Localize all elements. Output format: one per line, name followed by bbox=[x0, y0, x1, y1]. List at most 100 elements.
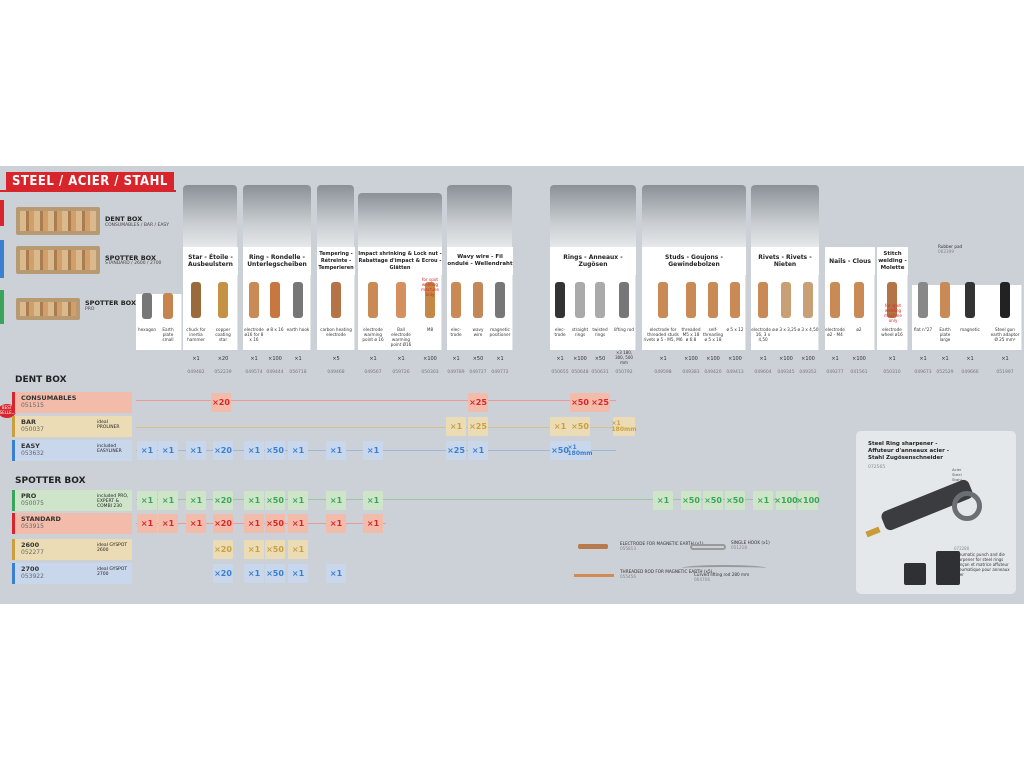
category-header: Wavy wire - Fil ondulé - Wellendraht bbox=[447, 247, 513, 275]
sharpener-tag: Acier Steel Stahl bbox=[952, 467, 962, 482]
row-name: 2700 bbox=[21, 565, 40, 573]
item-ref: 049727 bbox=[469, 370, 487, 375]
qty-chip: ×50 bbox=[725, 491, 745, 510]
item-qty: ×1 bbox=[831, 356, 839, 362]
legend-item: THREADED ROD FOR MAGNETIC EARTH (x5)0554… bbox=[620, 569, 713, 579]
item-ref: 049598 bbox=[654, 370, 672, 375]
row-name: CONSUMABLES bbox=[21, 394, 77, 402]
item-caption: Earth plate large bbox=[939, 327, 951, 342]
item-qty: ×1 bbox=[192, 356, 200, 362]
qty-chip: ×25 bbox=[446, 441, 466, 460]
part-image bbox=[730, 282, 740, 318]
item-caption: Steel gun earth adaptor Ø 25 mm² bbox=[990, 327, 1020, 342]
product-photo bbox=[751, 185, 819, 247]
item-qty: ×1 bbox=[659, 356, 667, 362]
part-image bbox=[758, 282, 768, 318]
item-ref: 049789 bbox=[447, 370, 465, 375]
qty-chip: ×1 bbox=[186, 514, 206, 533]
punch-image bbox=[936, 551, 960, 585]
qty-chip: ×1 bbox=[137, 514, 157, 533]
item-caption: wavy wire bbox=[472, 327, 484, 337]
category-header: Star - Étoile - Ausbeulstern bbox=[183, 247, 238, 275]
row-ideal: ideal GYSPOT 2600 bbox=[97, 543, 128, 553]
item-ref: 050648 bbox=[571, 370, 589, 375]
part-image bbox=[1000, 282, 1010, 318]
item-qty: ×100 bbox=[706, 356, 720, 362]
item-caption: twisted rings bbox=[592, 327, 608, 337]
edge-red bbox=[0, 200, 4, 226]
qty-chip: ×1 bbox=[158, 441, 178, 460]
title-underline bbox=[0, 190, 176, 192]
item-qty: ×50 bbox=[472, 356, 484, 362]
qty-chip: ×1 bbox=[137, 491, 157, 510]
qty-chip: ×1 bbox=[363, 441, 383, 460]
item-caption: magnetic positioner bbox=[489, 327, 511, 337]
product-photo bbox=[358, 193, 442, 247]
row-ideal: included PRO, EXPERT & COMBI 230 bbox=[97, 494, 129, 509]
item-ref: 049468 bbox=[327, 370, 345, 375]
item-caption: electrode warming point ø 16 bbox=[362, 327, 384, 342]
item-caption: electrode ø16 for 8 x 16 bbox=[244, 327, 264, 342]
qty-chip: ×1 bbox=[288, 441, 308, 460]
item-caption: chuck for inertia hammer bbox=[186, 327, 206, 342]
qty-chip: ×1 bbox=[288, 564, 308, 583]
item-qty: ×1 bbox=[941, 356, 949, 362]
item-ref: 059726 bbox=[392, 370, 410, 375]
row-ref: 053632 bbox=[21, 450, 44, 457]
category-header: Stitch welding - Molette bbox=[877, 247, 908, 275]
qty-chip: ×1 bbox=[244, 540, 264, 559]
item-qty: ×100 bbox=[728, 356, 742, 362]
curved-rod-image bbox=[682, 565, 766, 571]
part-image bbox=[854, 282, 864, 318]
qty-chip: ×20 bbox=[213, 441, 233, 460]
edge-blue bbox=[0, 240, 4, 278]
row-ideal: ideal PROLINER bbox=[97, 420, 120, 430]
qty-chip: ×1 bbox=[244, 514, 264, 533]
item-qty: ×100 bbox=[852, 356, 866, 362]
box-name: SPOTTER BOX bbox=[105, 254, 156, 262]
qty-chip: ×20 bbox=[213, 491, 233, 510]
part-image bbox=[451, 282, 461, 318]
part-image bbox=[708, 282, 718, 318]
item-qty: ×1 bbox=[888, 356, 896, 362]
qty-chip: ×50 bbox=[265, 491, 285, 510]
item-qty: ×1 bbox=[369, 356, 377, 362]
row-ref: 050075 bbox=[21, 500, 44, 507]
part-image bbox=[142, 293, 152, 319]
part-image bbox=[191, 282, 201, 318]
qty-chip: ×50 bbox=[550, 441, 570, 460]
part-image bbox=[270, 282, 280, 318]
legend-item: SINGLE HOOK (x1)051218 bbox=[731, 540, 770, 550]
item-caption: electrode wheel ø16 bbox=[881, 327, 903, 337]
qty-chip: ×20 bbox=[213, 540, 233, 559]
item-qty: ×1 bbox=[397, 356, 405, 362]
row-ref: 051515 bbox=[21, 402, 44, 409]
qty-chip: ×25 bbox=[468, 417, 488, 436]
sharpener-card: Steel Ring sharpener - Affuteur d'anneau… bbox=[856, 431, 1016, 594]
product-photo bbox=[447, 185, 512, 247]
item-qty: ×100 bbox=[268, 356, 282, 362]
die-image bbox=[904, 563, 926, 585]
item-qty: ×100 bbox=[779, 356, 793, 362]
item-qty: ×100 bbox=[423, 356, 437, 362]
part-image bbox=[575, 282, 585, 318]
product-photo bbox=[183, 185, 237, 247]
qty-chip: ×1 bbox=[244, 441, 264, 460]
part-image bbox=[658, 282, 668, 318]
qty-chip: ×20 bbox=[213, 564, 233, 583]
box-name: DENT BOX bbox=[105, 215, 143, 223]
sharpener-title: Steel Ring sharpener - Affuteur d'anneau… bbox=[868, 441, 950, 461]
item-ref: 049604 bbox=[754, 370, 772, 375]
item-ref: 050310 bbox=[883, 370, 901, 375]
qty-chip: ×50 bbox=[703, 491, 723, 510]
qty-chip: ×100 bbox=[796, 491, 820, 510]
box-sub: STANDARD / 2600 / 2700 bbox=[105, 261, 162, 266]
part-image bbox=[163, 293, 173, 319]
part-image bbox=[473, 282, 483, 318]
part-image bbox=[595, 282, 605, 318]
